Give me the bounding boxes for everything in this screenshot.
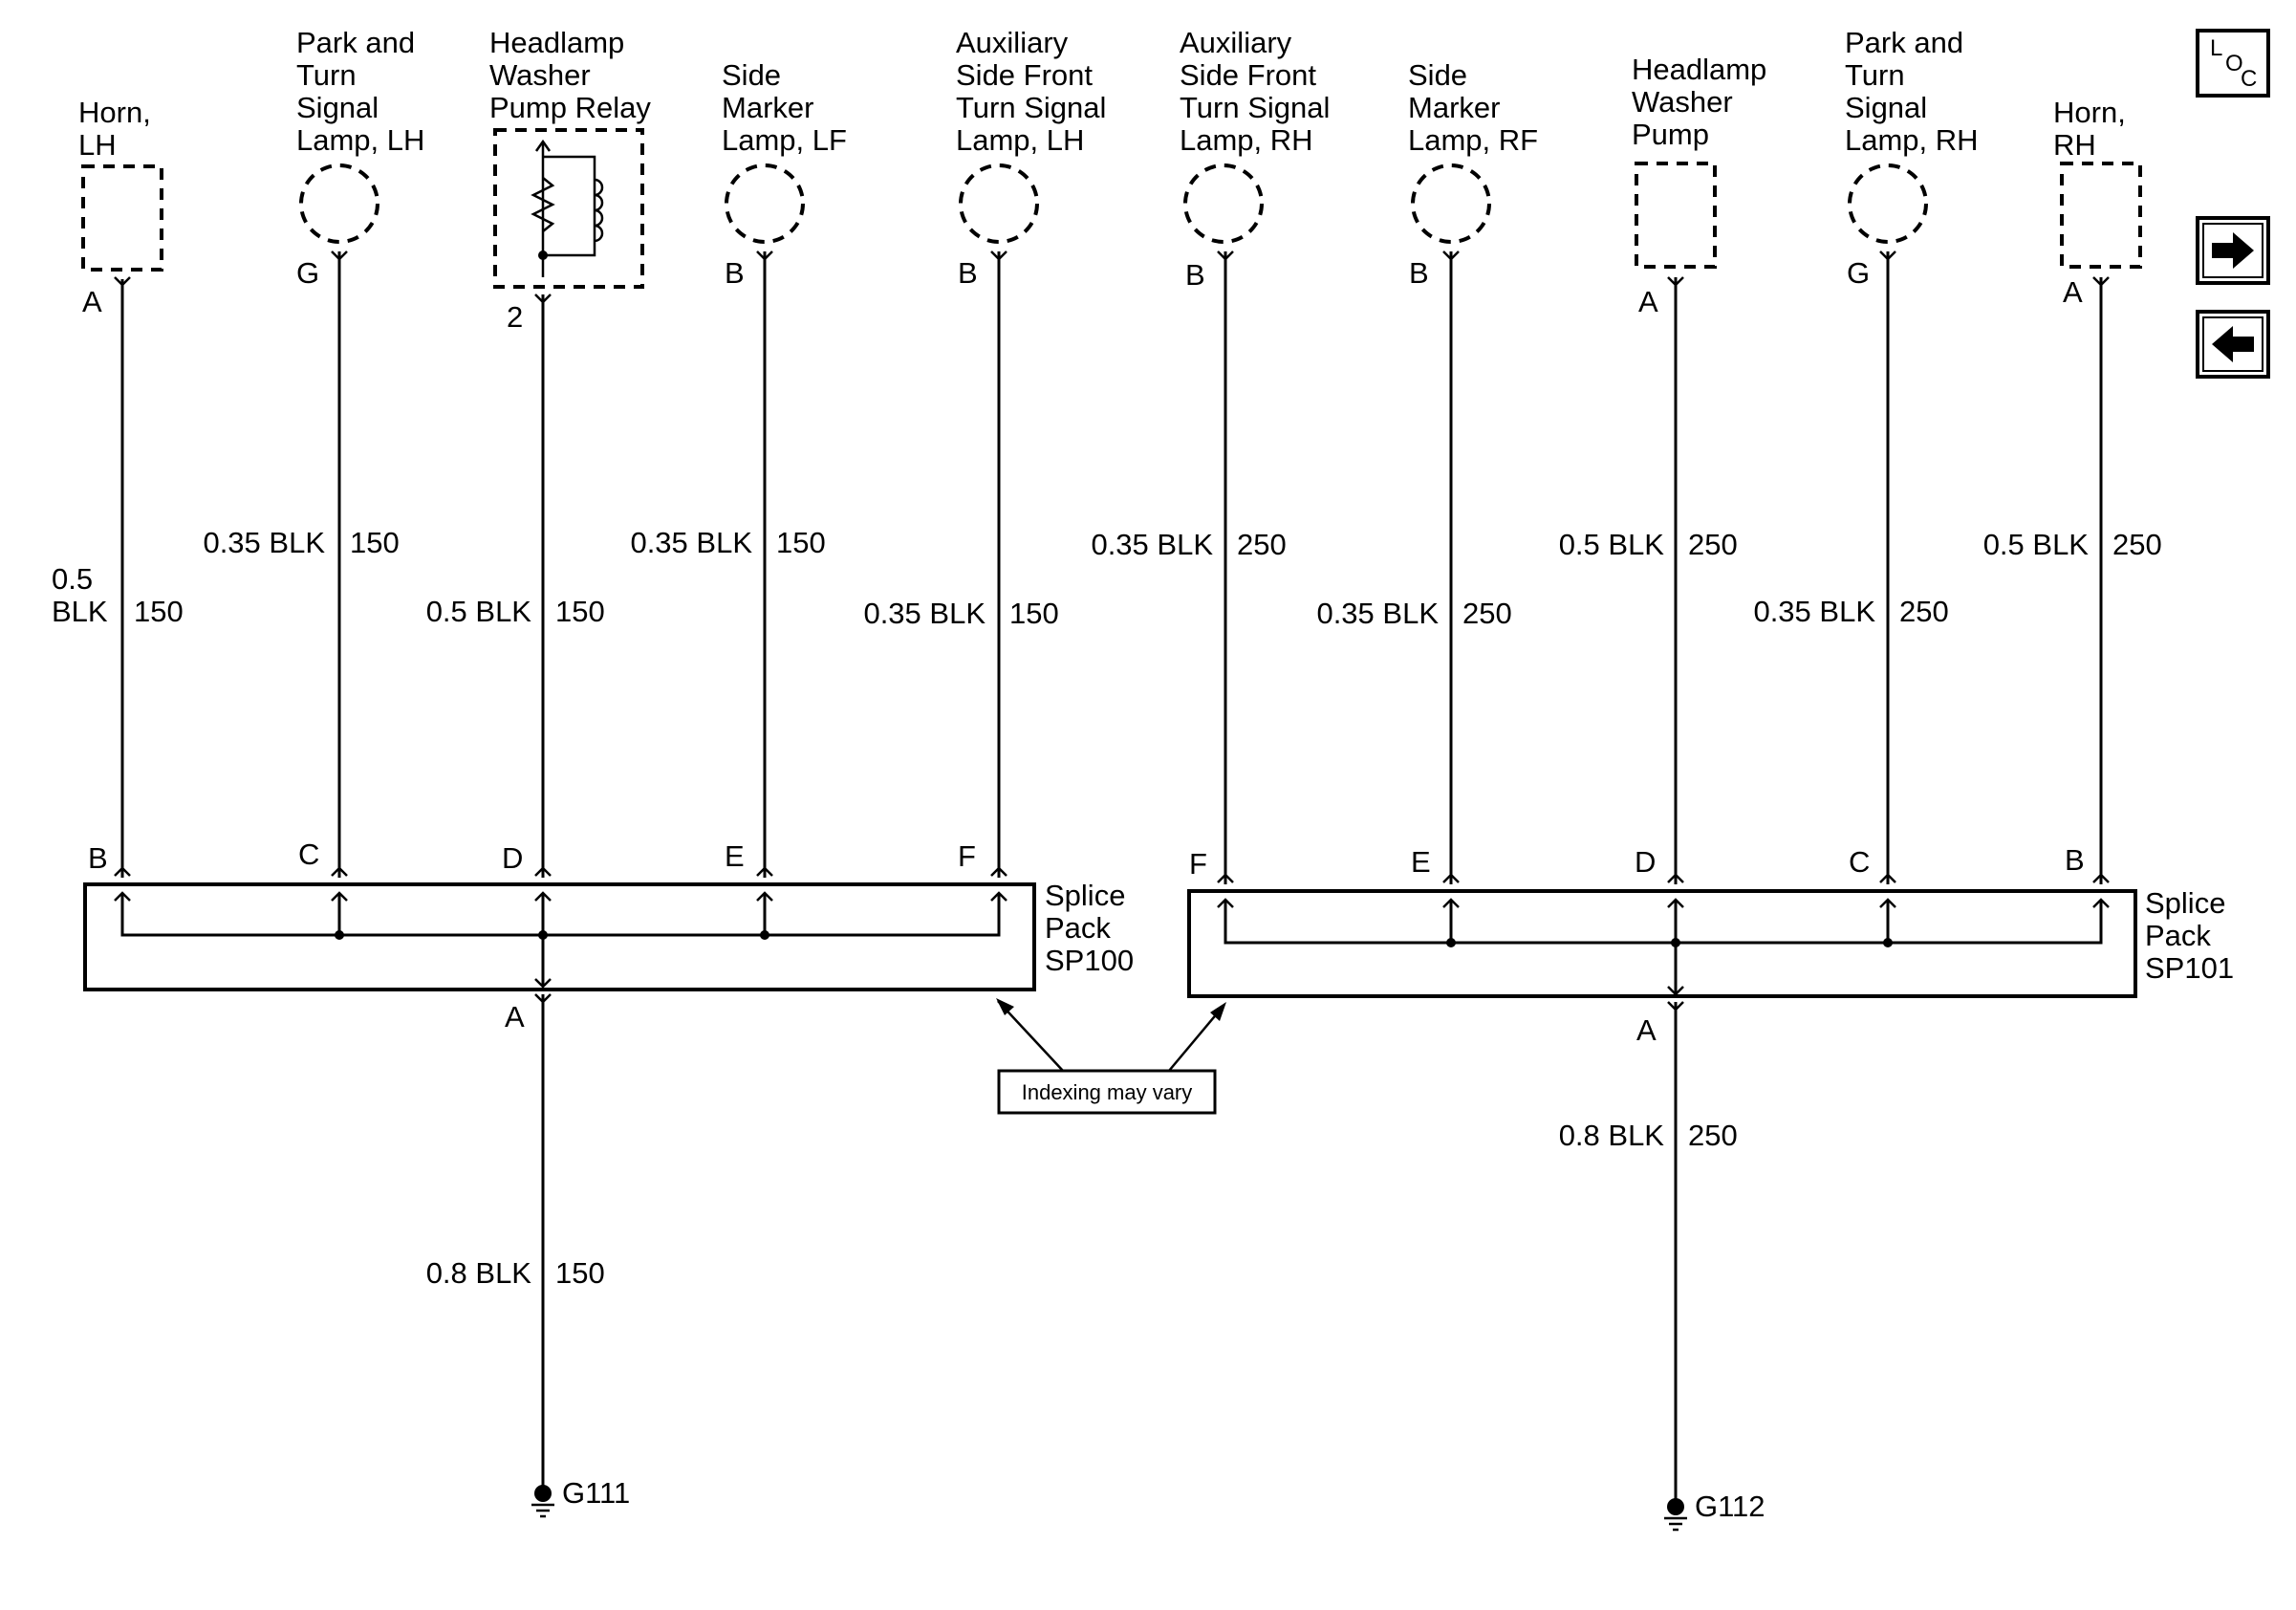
headlamp-washer-pump-symbol <box>1635 162 1717 269</box>
pin-label: B <box>725 256 745 290</box>
horn-lh-symbol <box>81 164 163 272</box>
label-horn-rh: Horn, RH <box>2053 96 2134 162</box>
label-headlamp-washer-relay: Headlamp Washer Pump Relay <box>489 26 651 124</box>
splice-pack-sp100: Splice Pack SP100 <box>83 879 1134 991</box>
pin-label: G <box>1847 256 1870 290</box>
pin-label: 2 <box>507 300 523 334</box>
component-symbols <box>81 128 2142 289</box>
pin-label: A <box>1638 285 1658 318</box>
wire-size-label: 0.5 <box>52 562 93 596</box>
wire-spec-label: 0.8 BLK <box>426 1256 532 1290</box>
splice-pin-label: B <box>88 841 108 875</box>
circuit-number-label: 150 <box>134 595 184 628</box>
circuit-number-label: 150 <box>1009 597 1059 630</box>
splice-output-pin-label: A <box>505 1000 525 1033</box>
splice-pin-label: C <box>298 838 319 871</box>
aux-side-front-lh-symbol <box>959 163 1039 244</box>
circuit-number-label: 250 <box>1237 528 1287 561</box>
wires <box>120 251 2103 1501</box>
wire-color-label: BLK <box>52 595 108 628</box>
side-marker-rf-symbol <box>1411 163 1491 244</box>
sp100-label: Splice Pack SP100 <box>1045 879 1134 977</box>
ground-icon <box>534 1485 552 1502</box>
wire-spec-label: 0.5 BLK <box>426 595 532 628</box>
back-button[interactable] <box>2196 310 2270 379</box>
ground-label: G112 <box>1695 1490 1765 1523</box>
label-headlamp-washer-pump: Headlamp Washer Pump <box>1632 53 1775 151</box>
wire-spec-label: 0.5 BLK <box>1559 528 1665 561</box>
ground-g112: G112 <box>1664 1490 1765 1532</box>
wire-spec-label: 0.35 BLK <box>863 597 986 630</box>
arrow-right-icon <box>2212 232 2254 269</box>
label-aux-side-front-rh: Auxiliary Side Front Turn Signal Lamp, R… <box>1180 26 1338 157</box>
indexing-note: Indexing may vary <box>996 998 1226 1115</box>
indexing-note-text: Indexing may vary <box>1022 1080 1193 1104</box>
ground-label: G111 <box>562 1476 630 1510</box>
splice-pin-label: E <box>725 839 745 873</box>
sp101-label: Splice Pack SP101 <box>2145 886 2234 985</box>
wire-spec-label: 0.8 BLK <box>1559 1119 1665 1152</box>
circuit-number-label: 250 <box>2112 528 2162 561</box>
splice-pin-label: B <box>2065 843 2085 877</box>
aux-side-front-rh-symbol <box>1183 163 1264 244</box>
splice-pin-label: F <box>1189 847 1207 881</box>
ground-g111: G111 <box>531 1476 630 1518</box>
circuit-number-label: 150 <box>555 1256 605 1290</box>
relay-symbol <box>493 128 644 289</box>
splice-pin-label: E <box>1411 845 1431 879</box>
circuit-labels: 0.5 BLK 150 0.35 BLK 150 0.5 BLK 150 0.3… <box>52 526 2162 1290</box>
wire-spec-label: 0.35 BLK <box>1316 597 1439 630</box>
pin-label: B <box>958 256 978 290</box>
park-turn-rh-symbol <box>1848 163 1928 244</box>
ground-icon <box>1667 1498 1684 1515</box>
wire-spec-label: 0.5 BLK <box>1983 528 2090 561</box>
park-turn-lh-symbol <box>299 163 379 244</box>
label-side-marker-rf: Side Marker Lamp, RF <box>1408 58 1538 157</box>
splice-pin-label: F <box>958 839 976 873</box>
pin-label: B <box>1409 256 1429 290</box>
splice-pin-label: D <box>502 841 523 875</box>
circuit-number-label: 250 <box>1688 528 1738 561</box>
loc-button[interactable]: L O C <box>2196 29 2270 98</box>
circuit-number-label: 250 <box>1462 597 1512 630</box>
horn-rh-symbol <box>2060 162 2142 269</box>
circuit-number-label: 150 <box>555 595 605 628</box>
pin-label: A <box>82 285 102 318</box>
splice-pack-sp101: Splice Pack SP101 <box>1187 886 2234 998</box>
wire-spec-label: 0.35 BLK <box>1753 595 1875 628</box>
splice-pin-label: D <box>1635 845 1656 879</box>
svg-text:C: C <box>2241 66 2257 92</box>
circuit-number-label: 250 <box>1688 1119 1738 1152</box>
pin-labels: A G 2 B B B B A G A B C D E F F E D C B … <box>82 256 2085 1047</box>
splice-output-pin-label: A <box>1636 1013 1657 1047</box>
circuit-number-label: 150 <box>776 526 826 559</box>
circuit-number-label: 150 <box>350 526 400 559</box>
splice-pin-label: C <box>1849 845 1870 879</box>
svg-text:L: L <box>2210 35 2222 61</box>
wire-spec-label: 0.35 BLK <box>1091 528 1213 561</box>
circuit-number-label: 250 <box>1899 595 1949 628</box>
arrow-left-icon <box>2212 326 2254 362</box>
label-park-turn-lh: Park and Turn Signal Lamp, LH <box>296 26 424 157</box>
pin-label: B <box>1185 258 1205 292</box>
wire-spec-label: 0.35 BLK <box>630 526 752 559</box>
connector-marks <box>114 250 2110 1012</box>
pin-label: A <box>2063 275 2083 309</box>
pin-label: G <box>296 256 319 290</box>
wire-spec-label: 0.35 BLK <box>203 526 325 559</box>
side-marker-lf-symbol <box>725 163 805 244</box>
label-park-turn-rh: Park and Turn Signal Lamp, RH <box>1845 26 1979 157</box>
svg-text:O: O <box>2225 51 2243 76</box>
label-aux-side-front-lh: Auxiliary Side Front Turn Signal Lamp, L… <box>956 26 1115 157</box>
component-labels: Horn, LH Park and Turn Signal Lamp, LH H… <box>78 26 2134 162</box>
forward-button[interactable] <box>2196 216 2270 285</box>
label-horn-lh: Horn, LH <box>78 96 159 162</box>
label-side-marker-lf: Side Marker Lamp, LF <box>722 58 847 157</box>
